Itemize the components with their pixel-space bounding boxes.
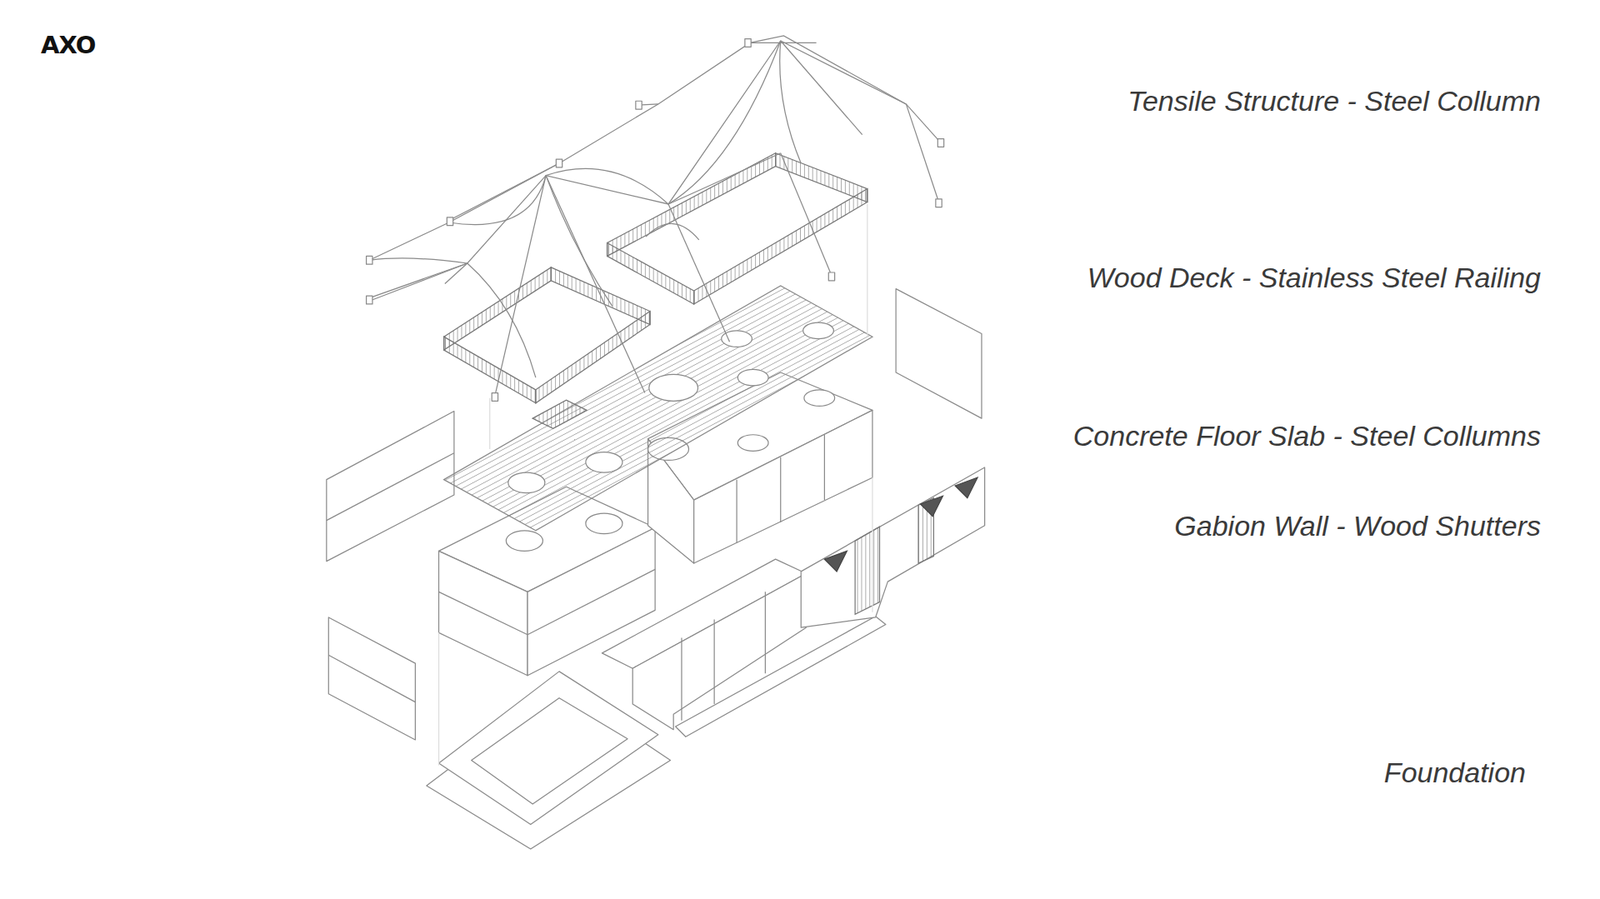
railing-segment [775, 153, 868, 203]
layer-label: Gabion Wall - Wood Shutters [1174, 510, 1541, 543]
layer-label: Tensile Structure - Steel Collumn [1127, 85, 1541, 118]
deck-opening [508, 472, 545, 493]
slab-opening [585, 513, 623, 534]
slab-floor [439, 591, 529, 635]
shutter-awning [955, 477, 978, 498]
tensile-ridge [369, 40, 906, 301]
anchor [366, 255, 373, 265]
projection-line [438, 632, 440, 765]
anchor [446, 217, 453, 226]
anchor [745, 39, 751, 48]
railing-curve [645, 223, 700, 240]
wall-panel [326, 411, 455, 562]
deck-stair [532, 400, 587, 429]
steel-column [824, 435, 825, 500]
steel-column [780, 40, 863, 135]
wall-panel [895, 289, 982, 420]
slab-opening [737, 435, 769, 452]
panel-joint [328, 655, 415, 702]
tensile-membrane [369, 40, 780, 264]
slab-opening [505, 530, 543, 551]
steel-column [369, 263, 468, 299]
anchor [828, 272, 835, 281]
layer-label: Wood Deck - Stainless Steel Railing [1087, 261, 1541, 295]
steel-column [905, 104, 939, 203]
title: AXO [40, 30, 95, 60]
slab-front [694, 410, 873, 564]
deck-slats [444, 285, 873, 531]
wall-panel [328, 617, 415, 740]
railing-segment [694, 189, 868, 305]
foundation-wall [439, 671, 659, 825]
shutter-awning [920, 495, 943, 516]
anchor [935, 199, 942, 208]
gabion-joint [714, 619, 715, 705]
gabion-joint [765, 591, 766, 674]
railing-segment [444, 267, 552, 350]
deck-opening [737, 369, 769, 386]
projection-line [871, 477, 873, 613]
wood-deck [444, 285, 873, 531]
anchor [937, 139, 944, 148]
anchor [491, 393, 498, 402]
deck-opening [803, 322, 835, 340]
tensile-membrane [467, 40, 801, 378]
panel-joint [326, 453, 455, 521]
tensile-structure [366, 35, 945, 401]
slab-side [439, 550, 529, 675]
slab-floor [527, 569, 655, 635]
railing-segment [535, 311, 650, 404]
steel-column [495, 175, 546, 397]
railing-segment [607, 242, 695, 304]
deck-opening [585, 452, 623, 473]
gabion-joint [680, 637, 682, 720]
foundation-pit [471, 698, 628, 805]
anchor [635, 100, 642, 110]
projection-line [489, 398, 490, 450]
railing [444, 153, 868, 404]
layer-label: Foundation [1384, 756, 1526, 790]
wood-shutter [855, 526, 880, 615]
tensile-cable [750, 42, 817, 44]
projection-lines [439, 204, 873, 766]
anchor [366, 295, 373, 305]
tensile-cable [369, 35, 941, 260]
deck-opening [649, 374, 699, 401]
slab-opening [804, 390, 835, 407]
railing-segment [607, 153, 776, 257]
steel-column [735, 480, 737, 544]
anchor [555, 159, 562, 168]
steel-column [445, 263, 468, 284]
railing-segment [444, 336, 536, 404]
layer-label: Concrete Floor Slab - Steel Collumns [1073, 420, 1541, 453]
steel-column [780, 153, 832, 276]
slab-front [527, 527, 655, 676]
shutter-awning [824, 550, 847, 571]
steel-column [668, 204, 730, 342]
steel-column [545, 175, 645, 394]
projection-line [866, 204, 868, 337]
steel-column [780, 457, 781, 523]
tensile-cable [450, 163, 560, 220]
gabion-front [632, 573, 806, 730]
